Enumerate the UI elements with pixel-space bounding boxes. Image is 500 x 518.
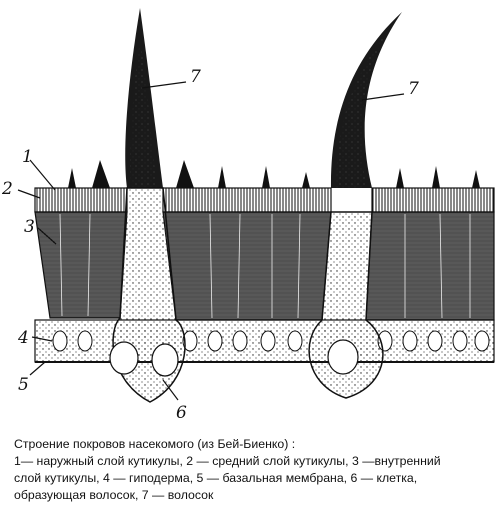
caption-line-1: 1— наружный слой кутикулы, 2 — средний с… — [14, 454, 441, 468]
leader-lines — [17, 81, 405, 401]
hypodermis — [34, 319, 495, 363]
figure-caption: Строение покровов насекомого (из Бей-Бие… — [14, 436, 492, 504]
label-7-right: 7 — [408, 79, 419, 99]
cuticle — [34, 160, 495, 321]
caption-line-2: слой кутикулы, 4 — гиподерма, 5 — базаль… — [14, 471, 418, 485]
label-6: 6 — [176, 403, 187, 423]
insect-integument-diagram: 1 2 3 4 5 6 7 7 — [1, 8, 495, 423]
label-3: 3 — [24, 217, 35, 237]
label-2: 2 — [1, 179, 13, 199]
hair-left — [109, 8, 186, 403]
caption-line-3: образующая волосок, 7 — волосок — [14, 488, 214, 502]
label-4: 4 — [17, 328, 29, 348]
label-5: 5 — [18, 375, 29, 395]
label-7-left: 7 — [190, 67, 201, 87]
label-1: 1 — [22, 147, 33, 167]
figure-labels: 1 2 3 4 5 6 7 7 — [1, 67, 419, 423]
caption-title: Строение покровов насекомого (из Бей-Бие… — [14, 437, 296, 451]
hair-right — [308, 12, 402, 399]
